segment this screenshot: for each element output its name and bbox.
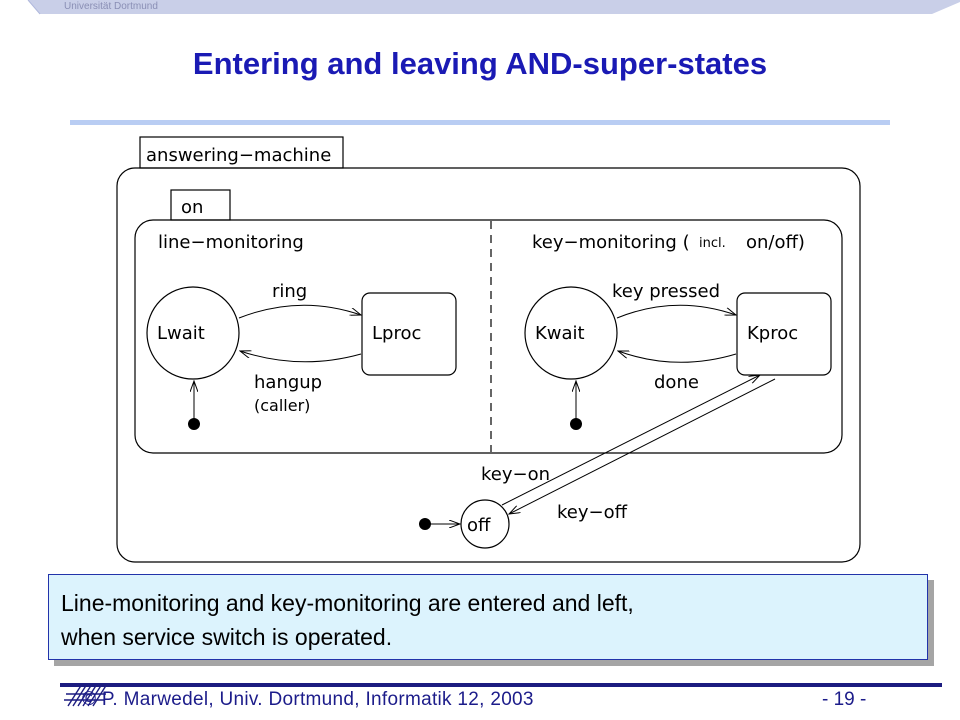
answering-machine-label: answering−machine [146,145,331,166]
key-on-transition [501,375,760,506]
page-number: - 19 - [822,689,867,710]
off-state [460,499,510,549]
title-underline [70,120,890,125]
off-label: off [467,515,491,536]
statechart-diagram: answering−machine on line−monitoring key… [116,136,861,563]
slide-title: Entering and leaving AND-super-states [192,46,768,81]
key-pressed-label: key pressed [612,281,720,302]
footer-author: P. Marwedel, Univ. Dortmund, Informatik … [101,689,534,710]
lproc-state [361,292,457,376]
ring-label: ring [272,281,307,302]
lproc-label: Lproc [372,323,421,344]
header-banner [27,0,960,15]
hangup-transition [240,351,362,363]
explanation-line-2: when service switch is operated. [61,624,393,650]
done-label: done [654,372,699,393]
key-monitoring-label: key−monitoring ( [532,232,690,253]
lwait-state [146,286,240,380]
footer-credit: © P. Marwedel, Univ. Dortmund, Informati… [82,689,534,711]
hangup-label: hangup [254,372,322,393]
answering-machine-state [116,167,861,563]
on-label: on [181,197,203,218]
key-pressed-transition [616,304,736,319]
kproc-state [736,292,832,376]
key-off-transition [509,378,776,514]
explanation-line-1: Line-monitoring and key-monitoring are e… [61,590,634,616]
line-monitoring-label: line−monitoring [158,232,304,253]
kwait-state [524,286,618,380]
copyright-icon: © [82,689,97,710]
key-monitoring-incl: incl. [699,236,726,251]
done-transition [618,351,737,363]
university-name: Universität Dortmund [64,1,158,12]
ring-transition [238,304,361,319]
university-logo [64,683,108,707]
key-monitoring-suffix: on/off) [746,232,805,253]
key-on-label: key−on [481,464,550,485]
key-off-label: key−off [557,502,628,523]
lwait-label: Lwait [157,323,205,344]
caller-label: (caller) [254,396,310,415]
explanation-box: Line-monitoring and key-monitoring are e… [48,574,928,660]
kwait-label: Kwait [535,323,585,344]
kproc-label: Kproc [747,323,798,344]
on-state [134,219,843,454]
footer-rule [60,683,942,687]
